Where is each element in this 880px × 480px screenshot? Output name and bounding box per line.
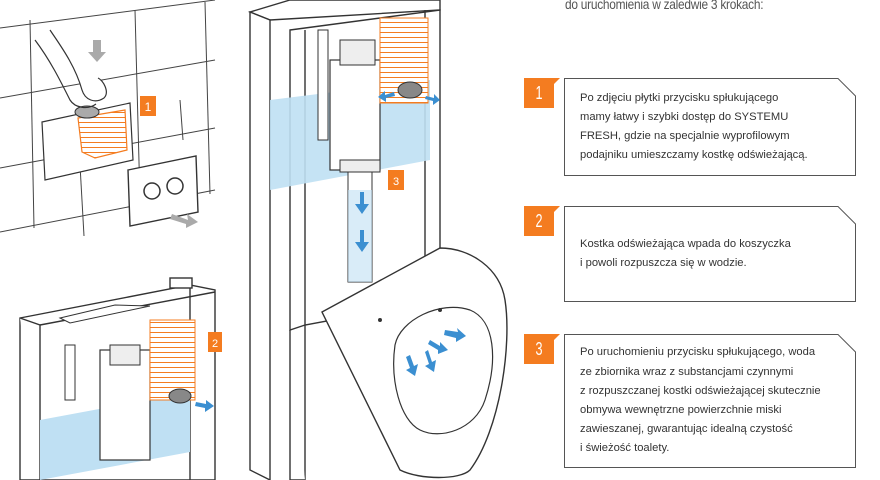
step-1-badge: 1 bbox=[524, 78, 560, 108]
step-3-callout: Po uruchomieniu przycisku spłukującego, … bbox=[564, 334, 856, 468]
step-2-badge: 2 bbox=[524, 206, 560, 236]
cistern-frame-icon: 3 bbox=[247, 0, 441, 480]
hand-icon bbox=[34, 29, 107, 109]
panel-1-wall: 1 bbox=[0, 0, 216, 237]
step-1-text: Po zdjęciu płytki przycisku spłukującego… bbox=[580, 91, 808, 162]
fresh-dispenser bbox=[74, 105, 128, 159]
callout-frame bbox=[564, 334, 856, 468]
step-2-callout: Kostka odświeżająca wpada do koszyczka i… bbox=[564, 206, 856, 302]
callout-frame bbox=[564, 78, 856, 176]
illustration-step-3-label: 3 bbox=[393, 176, 399, 188]
panel-2-cistern: 2 bbox=[19, 277, 222, 480]
intro-heading: do uruchomienia w zaledwie 3 krokach: bbox=[565, 0, 764, 12]
down-arrow-icon bbox=[88, 40, 106, 62]
step-1-callout: Po zdjęciu płytki przycisku spłukującego… bbox=[564, 78, 856, 176]
toilet-bowl-icon bbox=[321, 247, 508, 479]
illustration-step-1-label: 1 bbox=[145, 100, 152, 114]
step-2-text: Kostka odświeżająca wpada do koszyczka i… bbox=[580, 237, 791, 269]
illustration-step-2-label: 2 bbox=[212, 338, 218, 350]
installation-illustration: 1 2 bbox=[0, 0, 508, 480]
callout-frame bbox=[564, 206, 856, 302]
step-3-badge: 3 bbox=[524, 334, 560, 364]
flush-plate-icon bbox=[127, 155, 199, 227]
water-arrow-icon bbox=[355, 192, 369, 214]
step-3-text: Po uruchomieniu przycisku spłukującego, … bbox=[580, 346, 821, 455]
